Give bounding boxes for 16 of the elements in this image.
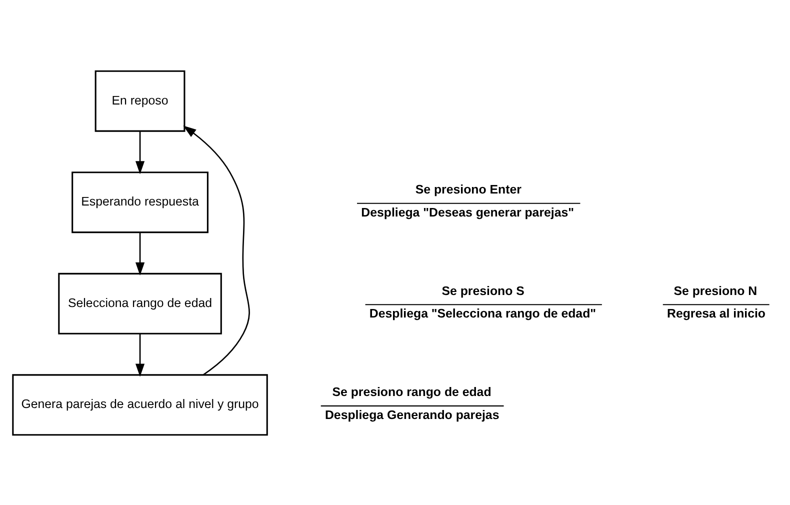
- node-box: Selecciona rango de edad: [58, 272, 222, 334]
- node-box: Esperando respuesta: [72, 171, 208, 233]
- label: Se presiono rango de edad: [332, 384, 492, 399]
- label: Regresa al inicio: [667, 306, 766, 320]
- label: Despliega Generando parejas: [324, 407, 500, 422]
- node-box: En reposo: [94, 70, 186, 132]
- label: Se presiono N: [674, 283, 758, 298]
- label: Se presiono Enter: [415, 182, 522, 196]
- arrow: [135, 232, 145, 275]
- label: Despliega "Selecciona rango de edad": [369, 306, 596, 320]
- label: Se presiono S: [442, 283, 524, 298]
- arrow: [135, 333, 145, 376]
- arrow: [135, 130, 145, 174]
- arrow: [183, 125, 250, 375]
- label: Despliega "Deseas generar parejas": [361, 204, 574, 219]
- node-box: Genera parejas de acuerdo al nivel y grupo: [12, 374, 268, 436]
